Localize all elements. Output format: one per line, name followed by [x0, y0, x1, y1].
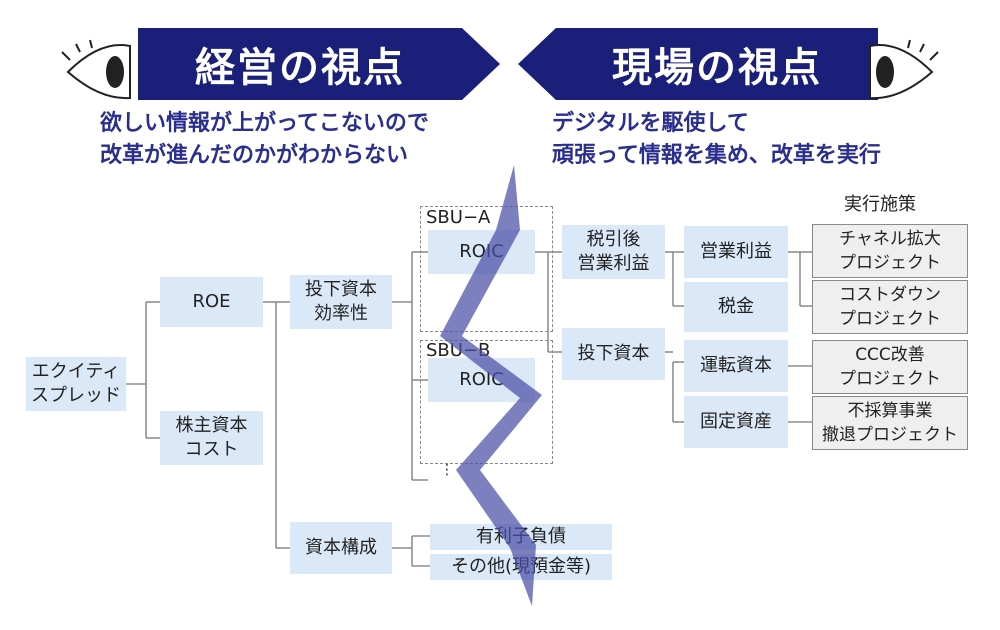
cost-of-equity-box: 株主資本 コスト — [160, 411, 263, 465]
right-eye-icon — [869, 39, 939, 100]
roe-box: ROE — [160, 277, 263, 327]
sbu-b-roic-box: ROIC — [428, 358, 535, 402]
working-capital-box: 運転資本 — [684, 340, 788, 392]
left-subtitle-line1: 欲しい情報が上がってこないので — [100, 111, 429, 136]
sbu-a-roic-box: ROIC — [428, 230, 535, 274]
tax-box: 税金 — [684, 282, 788, 332]
nopat-box: 税引後 営業利益 — [562, 225, 665, 279]
left-banner-title: 経営の視点 — [195, 45, 405, 91]
measures-header: 実行施策 — [844, 194, 916, 215]
right-subtitle-line2: 頑張って情報を集め、改革を実行 — [552, 143, 881, 168]
left-eye-icon — [61, 39, 131, 100]
equity-spread-box: エクイティ スプレッド — [26, 357, 126, 411]
interest-debt-box: 有利子負債 — [430, 524, 612, 550]
more-sbu-ellipsis: ⋮ — [440, 462, 454, 478]
right-subtitle-line1: デジタルを駆使して — [552, 111, 749, 136]
sbu-a-label: SBU−A — [426, 207, 491, 228]
invested-capital-box: 投下資本 — [562, 328, 665, 380]
left-subtitle: 欲しい情報が上がってこないので 改革が進んだのかがわからない — [100, 108, 500, 172]
measure-channel-expansion: チャネル拡大 プロジェクト — [812, 224, 968, 278]
operating-profit-box: 営業利益 — [684, 226, 788, 278]
measure-cost-down: コストダウン プロジェクト — [812, 280, 968, 334]
fixed-assets-box: 固定資産 — [684, 396, 788, 448]
right-subtitle: デジタルを駆使して 頑張って情報を集め、改革を実行 — [552, 108, 972, 172]
measure-ccc-improvement: CCC改善 プロジェクト — [812, 340, 968, 394]
right-banner-title: 現場の視点 — [612, 45, 822, 91]
tree-connectors — [126, 251, 812, 567]
measure-unprofitable-exit: 不採算事業 撤退プロジェクト — [812, 396, 968, 450]
capital-efficiency-box: 投下資本 効率性 — [290, 275, 392, 329]
right-banner-arrow — [518, 28, 878, 100]
other-assets-box: その他(現預金等) — [430, 554, 612, 580]
capital-structure-box: 資本構成 — [290, 522, 392, 574]
left-banner-arrow — [138, 28, 500, 100]
left-subtitle-line2: 改革が進んだのかがわからない — [100, 143, 409, 168]
